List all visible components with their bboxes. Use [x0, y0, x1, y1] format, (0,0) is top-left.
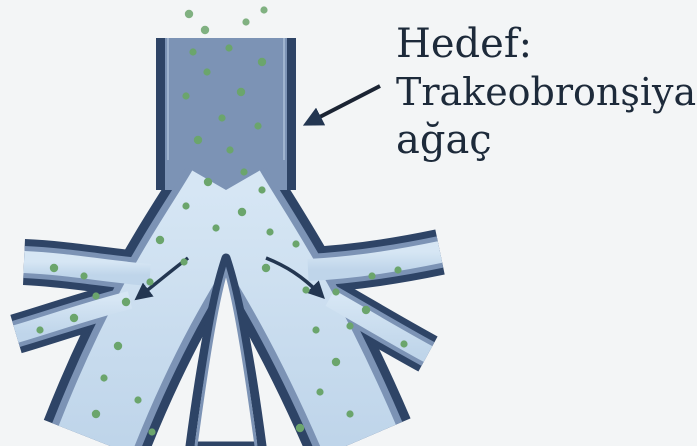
particle-dot [266, 228, 273, 235]
particle-dot [70, 314, 78, 322]
target-label-line-2: Trakeobronşiyal [396, 70, 697, 114]
particle-dot [212, 224, 219, 231]
particle-dot [80, 272, 87, 279]
particle-dot [346, 322, 353, 329]
particle-dot [182, 202, 189, 209]
particle-dot [262, 264, 270, 272]
particle-dot [36, 326, 43, 333]
airway-tree [16, 38, 440, 446]
particle-dot [225, 44, 232, 51]
particle-dot [332, 358, 340, 366]
particle-dot [312, 326, 319, 333]
particle-dot [332, 288, 339, 295]
particle-dot [180, 258, 187, 265]
particle-dot [185, 10, 193, 18]
particle-dot [134, 396, 141, 403]
particle-dot [148, 428, 155, 435]
particle-dot [400, 340, 407, 347]
particle-dot [368, 272, 375, 279]
particle-dot [182, 92, 189, 99]
particle-dot [92, 292, 99, 299]
particle-dot [201, 26, 209, 34]
particle-dot [194, 136, 202, 144]
particle-dot [242, 18, 249, 25]
particle-dot [254, 122, 261, 129]
particle-dot [296, 424, 304, 432]
particle-dot [156, 236, 164, 244]
target-label-line-3: ağaç [396, 118, 492, 162]
particle-dot [92, 410, 100, 418]
particle-dot [258, 186, 265, 193]
particle-dot [100, 374, 107, 381]
particle-dot [226, 146, 233, 153]
particle-dot [122, 298, 130, 306]
particle-dot [218, 114, 225, 121]
particle-dot [302, 286, 309, 293]
target-label-line-1: Hedef: [396, 22, 532, 66]
particle-dot [203, 68, 210, 75]
particle-dot [204, 178, 212, 186]
particle-dot [237, 88, 245, 96]
particle-dot [238, 208, 246, 216]
particle-dot [316, 388, 323, 395]
particle-dot [362, 306, 370, 314]
particle-dot [114, 342, 122, 350]
particle-dot [346, 410, 353, 417]
particle-dot [240, 168, 247, 175]
particle-dot [146, 278, 153, 285]
arrow-pointer-icon [310, 86, 380, 122]
particle-dot [394, 266, 401, 273]
particle-dot [292, 240, 299, 247]
particle-dot [258, 58, 266, 66]
particle-dot [50, 264, 58, 272]
particle-dot [189, 48, 196, 55]
particle-dot [260, 6, 267, 13]
